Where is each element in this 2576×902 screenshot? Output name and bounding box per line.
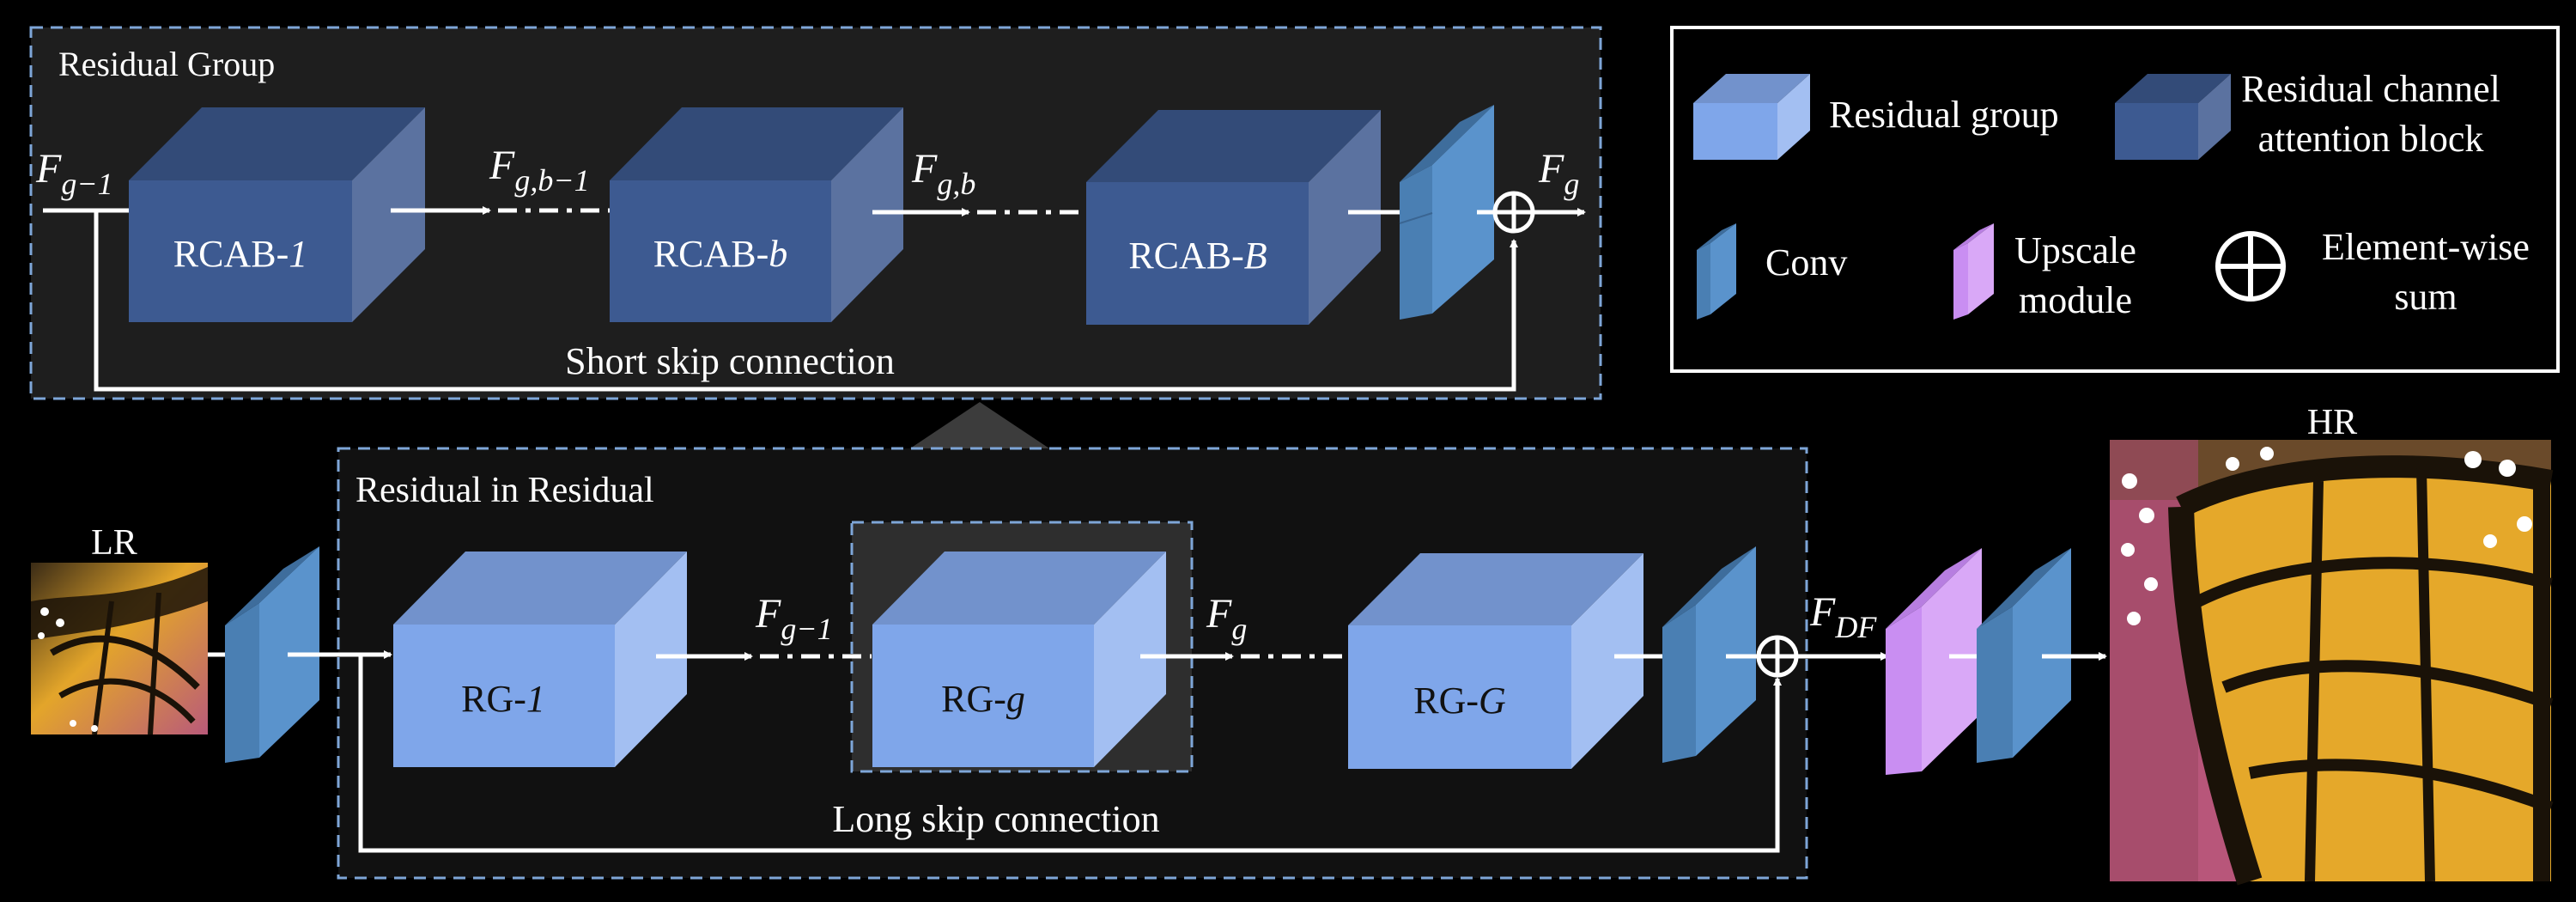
rg-block-g: RG-g: [872, 552, 1166, 767]
flow-label-fg-1: Fg−1: [755, 591, 833, 646]
rcab-block-B: RCAB-B: [1086, 110, 1381, 325]
residual-group-icon: [1693, 74, 1810, 160]
legend-label-rcab-2: attention block: [2258, 118, 2484, 160]
shallow-conv-layer: [225, 546, 319, 763]
rg-block-1: RG-1: [393, 552, 687, 767]
legend: Residual group Residual channel attentio…: [1670, 26, 2560, 373]
rg-conv-layer: [1399, 105, 1494, 320]
rg-block-G: RG-G: [1348, 553, 1643, 769]
rg-block-1-label: RG-1: [461, 678, 545, 720]
rcab-block-1: RCAB-1: [129, 107, 425, 322]
final-conv-layer: [1977, 548, 2071, 763]
rcab-icon: [2115, 74, 2231, 160]
legend-label-sum-1: Element-wise: [2322, 226, 2530, 268]
hr-image: [2110, 440, 2554, 886]
legend-label-sum-2: sum: [2394, 276, 2457, 318]
lr-image: [31, 563, 208, 735]
conv-icon: [1697, 223, 1736, 320]
rg-element-wise-sum: [1492, 191, 1535, 234]
residual-group-panel: Residual Group Fg−1 Short skip connectio…: [29, 26, 1602, 400]
rg-input-label: Fg−1: [35, 146, 113, 201]
rg-block-g-label: RG-g: [941, 678, 1025, 720]
upscale-icon: [1953, 223, 1994, 320]
hr-label: HR: [2307, 403, 2357, 442]
rcab-block-b: RCAB-b: [610, 107, 903, 322]
rg-block-G-label: RG-G: [1413, 680, 1506, 722]
rcab-block-B-label: RCAB-B: [1128, 235, 1267, 277]
lr-label: LR: [91, 523, 137, 563]
residual-in-residual-panel: Residual in Residual Long skip connectio…: [337, 447, 1808, 880]
fdf-label: FDF: [1809, 589, 1877, 644]
legend-label-upscale-2: module: [2019, 279, 2132, 321]
legend-label-rcab-1: Residual channel: [2241, 68, 2500, 110]
flow-label-fgb-1: Fg,b−1: [489, 143, 590, 198]
rir-element-wise-sum: [1756, 635, 1799, 678]
legend-label-conv: Conv: [1765, 241, 1847, 283]
rir-title: Residual in Residual: [355, 471, 654, 510]
short-skip-connection-line: [94, 210, 1518, 392]
rcab-block-b-label: RCAB-b: [653, 233, 787, 275]
legend-label-residual-group: Residual group: [1829, 94, 2059, 136]
rir-conv-layer: [1662, 546, 1756, 763]
rcab-block-1-label: RCAB-1: [173, 233, 307, 275]
short-skip-connection-label: Short skip connection: [565, 340, 895, 382]
legend-label-upscale-1: Upscale: [2014, 229, 2136, 271]
rg-output-label: Fg: [1538, 146, 1579, 201]
flow-label-fg: Fg: [1206, 591, 1247, 646]
residual-group-title: Residual Group: [58, 45, 275, 83]
long-skip-connection-line: [358, 655, 1782, 853]
long-skip-connection-label: Long skip connection: [832, 798, 1159, 840]
flow-label-fgb: Fg,b: [911, 146, 975, 201]
upscale-module: [1886, 548, 1982, 775]
element-wise-sum-icon: [2215, 231, 2286, 302]
